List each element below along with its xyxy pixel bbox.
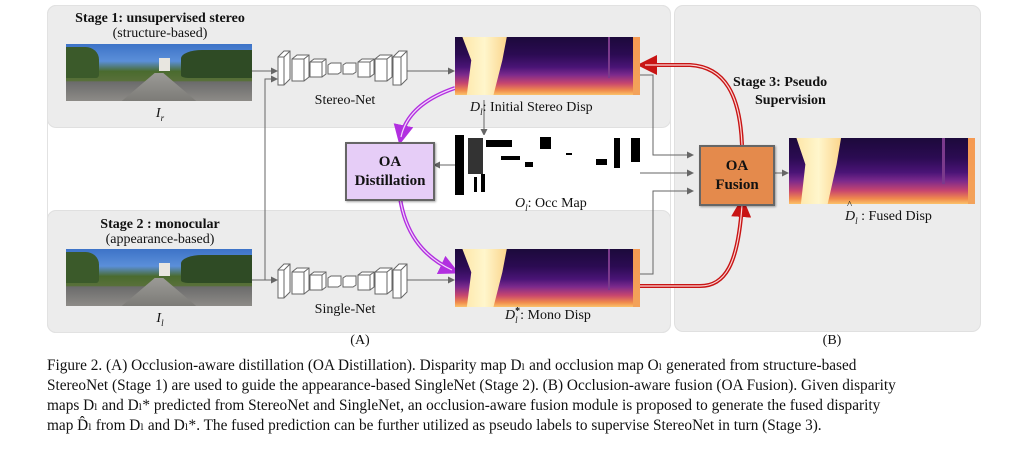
stage2-title: Stage 2 : monocular: [100, 217, 220, 232]
initial-stereo-disparity-map: [455, 37, 640, 95]
stereo-net-label: Stereo-Net: [314, 93, 376, 108]
stage3-title-line2: Supervision: [755, 93, 826, 108]
caption-line: maps Dₗ and Dₗ* predicted from StereoNet…: [47, 397, 881, 414]
single-net-label: Single-Net: [314, 302, 376, 317]
panel-a-frame: [47, 5, 671, 333]
panel-a-label: (A): [350, 333, 370, 348]
mono-to-fusion-arrow: [639, 187, 694, 275]
panel-b-label: (B): [822, 333, 842, 348]
mono-disp-label: D*l: Mono Disp: [505, 306, 591, 325]
caption-line: map D̂ₗ from Dₗ and Dₗ*. The fused predi…: [47, 417, 822, 434]
fused-disp-label: ^Dl : Fused Disp: [845, 199, 932, 226]
caption-line: StereoNet (Stage 1) are used to guide th…: [47, 377, 896, 394]
left-input-image: [66, 249, 252, 306]
distill-to-mono-arrow: [398, 197, 460, 274]
stage3-title-line1: Stage 3: Pseudo: [733, 75, 828, 90]
stage2-subtitle: (appearance-based): [105, 232, 215, 247]
occlusion-map-label: Ol: Occ Map: [515, 196, 587, 213]
fused-disparity-map: [789, 138, 975, 204]
disp-to-distill-arrow: [393, 86, 456, 145]
mono-disparity-map: [455, 249, 640, 307]
single-net-icon: [277, 263, 408, 299]
right-input-image: [66, 44, 252, 101]
occlusion-map: [455, 135, 640, 195]
left-input-label: Il: [156, 311, 164, 328]
left-image-to-stereonet-arrow: [264, 75, 278, 280]
stage1-title: Stage 1: unsupervised stereo: [75, 11, 245, 26]
caption-line: Figure 2. (A) Occlusion-aware distillati…: [47, 357, 857, 374]
initial-stereo-disp-label: Dl: Initial Stereo Disp: [470, 100, 593, 117]
figure-caption: Figure 2. (A) Occlusion-aware distillati…: [47, 356, 982, 436]
mono-to-fusion-supervision-arrow: [639, 197, 752, 288]
stereo-net-icon: [277, 50, 408, 86]
right-input-label: Ir: [155, 106, 165, 123]
disp-to-fusion-arrow: [639, 74, 694, 159]
stage1-subtitle: (structure-based): [112, 26, 208, 41]
fusion-to-stereo-disp-arrow: [637, 55, 744, 146]
